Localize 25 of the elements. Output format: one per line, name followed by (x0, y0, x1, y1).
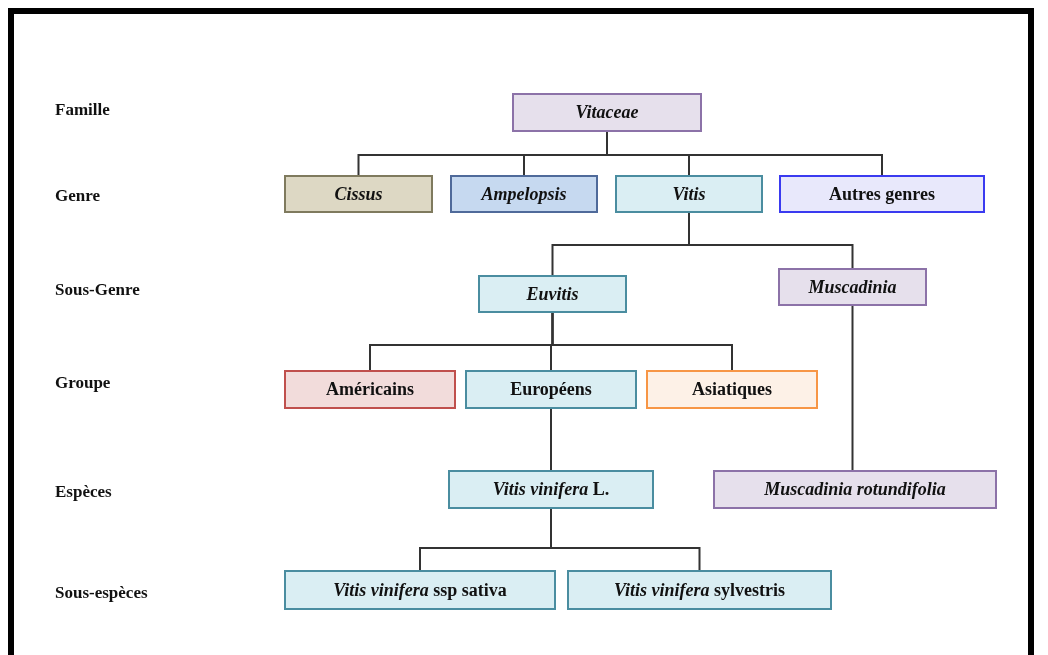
connector-line (606, 131, 883, 176)
rank-label: Genre (55, 186, 100, 206)
taxon-box: Vitis (615, 175, 763, 213)
connector-line (551, 312, 733, 371)
connector-line (550, 408, 552, 471)
taxon-box: Ampelopsis (450, 175, 598, 213)
taxon-box: Muscadinia rotundifolia (713, 470, 997, 509)
taxon-box: Vitaceae (512, 93, 702, 132)
taxon-box: Cissus (284, 175, 433, 213)
taxon-box: Vitis vinifera sylvestris (567, 570, 832, 610)
rank-label: Famille (55, 100, 110, 120)
taxon-box: Euvitis (478, 275, 627, 313)
taxon-box: Américains (284, 370, 456, 409)
taxon-box: Vitis vinifera L. (448, 470, 654, 509)
taxon-box: Muscadinia (778, 268, 927, 306)
taxon-box: Vitis vinifera ssp sativa (284, 570, 556, 610)
taxon-box: Asiatiques (646, 370, 818, 409)
rank-label: Groupe (55, 373, 111, 393)
taxon-box: Européens (465, 370, 637, 409)
connector-line (550, 508, 701, 571)
rank-label: Sous-espèces (55, 583, 148, 603)
connector-line (851, 305, 854, 471)
rank-label: Sous-Genre (55, 280, 140, 300)
rank-label: Espèces (55, 482, 112, 502)
taxon-box: Autres genres (779, 175, 985, 213)
